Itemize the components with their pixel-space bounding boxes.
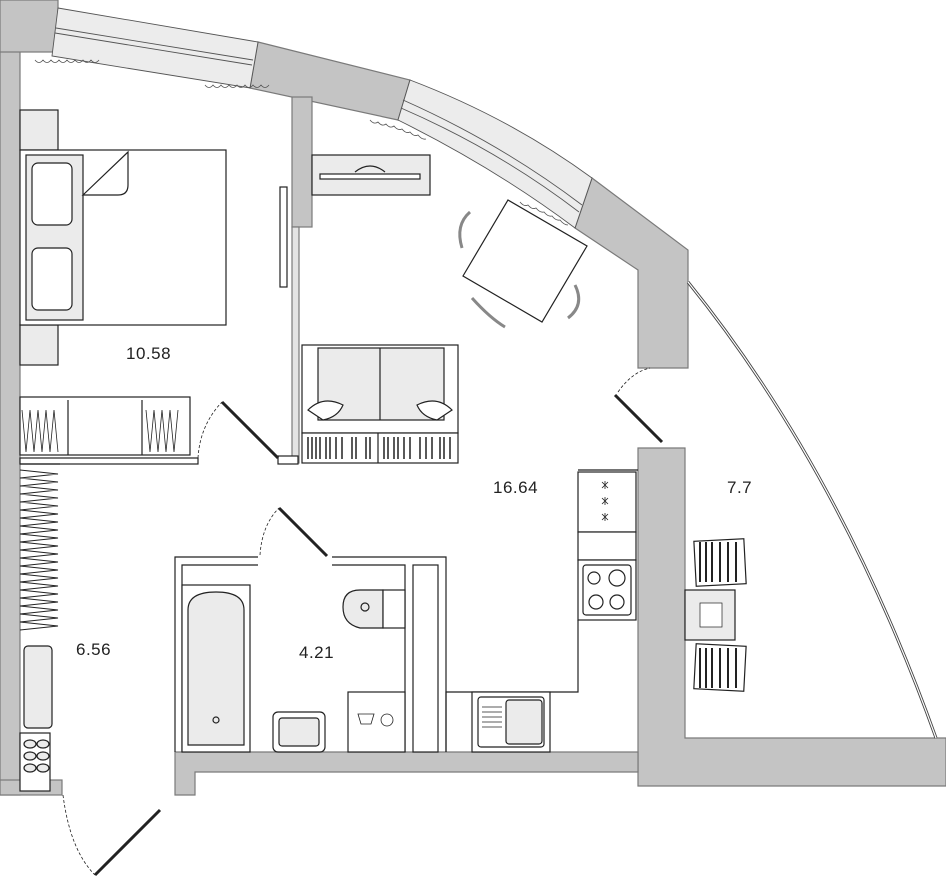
room-area-bathroom: 4.21 [299,643,335,662]
sofa [301,344,459,464]
curtains [34,59,569,226]
bathtub [181,584,251,753]
bedroom-door [197,400,280,460]
tv-stand [311,154,431,196]
entrance-door [62,794,162,877]
room-area-balcony: 7.7 [727,478,753,497]
toilet [342,589,406,629]
balcony-furniture [684,538,747,692]
washing-machine [347,691,406,753]
dining-set [458,199,588,329]
balcony-door [613,367,664,444]
dresser [19,396,191,456]
wardrobe [19,463,60,792]
bed [19,109,227,366]
room-area-bedroom: 10.58 [126,344,172,363]
windows [51,7,938,739]
room-area-hallway: 6.56 [76,640,112,659]
tv [279,186,288,288]
washbasin [272,711,326,753]
bathroom-walls [174,556,447,753]
room-area-living-kitchen: 16.64 [493,478,539,497]
kitchen-counter [445,469,638,753]
interior-walls [19,96,313,465]
bathroom-door [259,506,329,558]
exterior-walls [0,0,946,796]
